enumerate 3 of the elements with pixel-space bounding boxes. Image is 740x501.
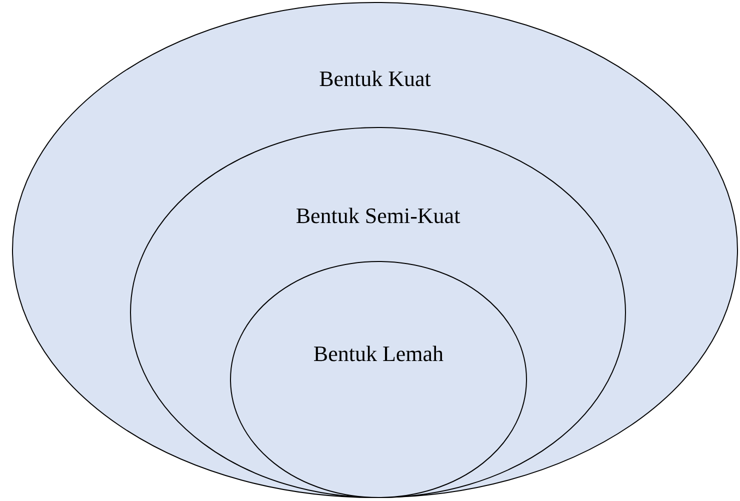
- ellipse-label: Bentuk Kuat: [319, 66, 431, 92]
- ellipse-label: Bentuk Lemah: [313, 341, 444, 368]
- ellipse-label: Bentuk Semi-Kuat: [296, 203, 460, 230]
